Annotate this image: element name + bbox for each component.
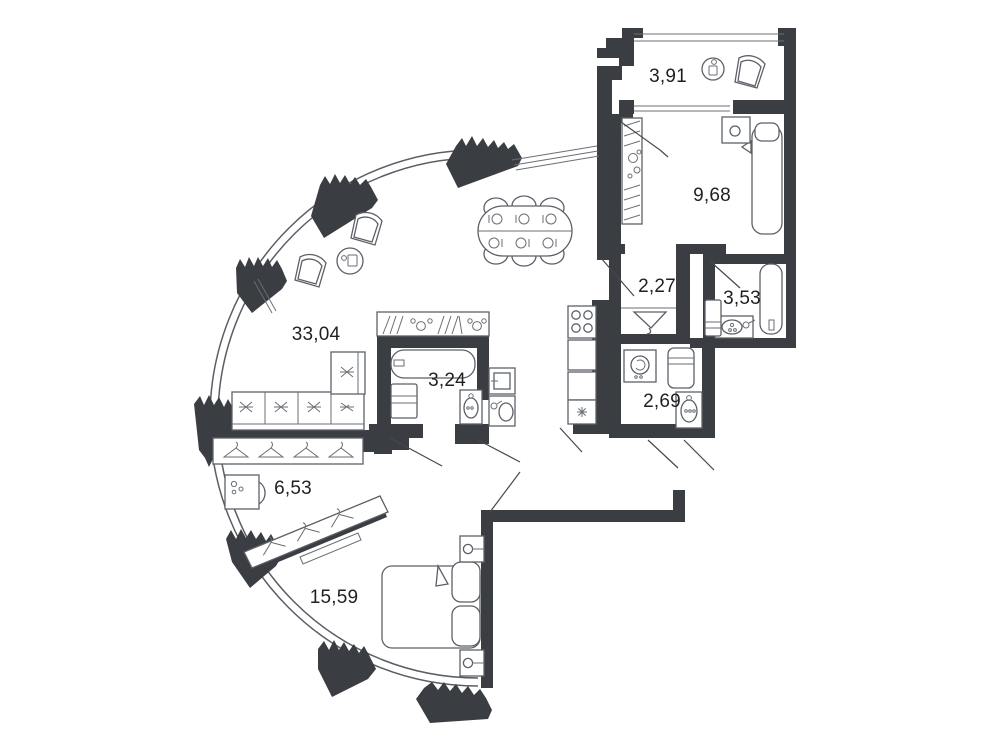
area-label-balcony: 3,91: [649, 66, 687, 87]
window-glazing: [253, 33, 784, 314]
area-label-utility: 2,69: [643, 391, 681, 412]
hall-furniture: [224, 474, 389, 569]
corridor-fixture: [621, 307, 676, 335]
area-labels: 3,91 9,68 2,27 3,53 2,69 33,04 3,24 6,53…: [274, 66, 761, 608]
kitchen-units: [567, 305, 597, 425]
area-label-bathroom-main: 3,53: [723, 288, 761, 309]
sofa-and-wardrobe: [212, 351, 366, 465]
lounge-seating: [294, 211, 383, 288]
area-label-bathroom-two: 3,24: [428, 370, 466, 391]
bedroom2-furniture: [621, 116, 783, 235]
area-label-living-kitchen: 33,04: [292, 324, 341, 345]
area-label-bedroom1: 15,59: [310, 587, 359, 608]
area-label-bedroom2: 9,68: [693, 185, 731, 206]
area-label-hall: 6,53: [274, 478, 312, 499]
bathroom-two-fixtures: [376, 311, 516, 427]
area-label-corridor: 2,27: [638, 276, 676, 297]
bathroom-main-fixtures: [704, 263, 783, 339]
balcony-furniture: [701, 55, 766, 89]
utility-fixtures: [623, 347, 703, 429]
dining-table: [477, 195, 573, 267]
door-leader-lines: [389, 121, 741, 513]
bedroom1-furniture: [381, 535, 485, 677]
